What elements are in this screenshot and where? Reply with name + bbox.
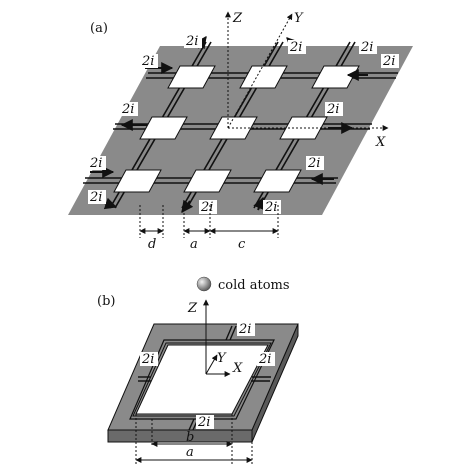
legend: cold atoms: [196, 276, 290, 293]
current-label-a11: 2i: [199, 200, 217, 215]
svg-text:2i: 2i: [121, 102, 134, 117]
axis-z-label: Z: [232, 11, 243, 26]
current-label-a6: 2i: [120, 102, 138, 117]
current-label-b1: 2i: [237, 322, 255, 337]
current-label-a8: 2i: [88, 156, 106, 171]
current-label-a2: 2i: [288, 40, 306, 55]
axis-y-label: Y: [294, 11, 304, 26]
axis-b-y-label: Y: [217, 351, 227, 366]
legend-text: cold atoms: [218, 278, 290, 293]
hole-r2-c3: [279, 116, 328, 140]
svg-text:2i: 2i: [382, 54, 395, 69]
current-label-b3: 2i: [257, 352, 275, 367]
slab-wire-loop-inner: [132, 342, 272, 417]
svg-text:2i: 2i: [360, 40, 373, 55]
svg-text:2i: 2i: [141, 54, 154, 69]
dim-b-a-label: a: [186, 445, 194, 460]
dim-d-label: d: [148, 237, 156, 252]
dim-c-label: c: [238, 237, 246, 252]
hole-r3-c2: [183, 169, 232, 193]
hole-r2-c1: [139, 116, 188, 140]
panel-a-axes: [225, 11, 389, 131]
current-label-a1: 2i: [184, 34, 202, 49]
svg-text:2i: 2i: [185, 34, 198, 49]
axis-b-y-line: [205, 354, 218, 375]
atom-icon: [196, 276, 212, 292]
panel-b-label: (b): [97, 294, 115, 309]
hole-r3-c3: [253, 169, 302, 193]
panel-a: (a): [68, 11, 413, 252]
current-label-b4: 2i: [196, 415, 214, 430]
current-label-a5: 2i: [381, 54, 399, 69]
panel-a-label: (a): [90, 21, 108, 36]
svg-text:2i: 2i: [258, 352, 271, 367]
axis-x-label: X: [375, 135, 386, 150]
svg-text:2i: 2i: [141, 352, 154, 367]
svg-text:2i: 2i: [197, 415, 210, 430]
panel-b: (b) 2i 2i 2i 2i Z Y: [97, 294, 299, 464]
slab-wire-loop: [129, 339, 275, 420]
hole-r3-c1: [113, 169, 162, 193]
panel-a-current-labels: 2i 2i 2i 2i 2i 2i 2i 2i 2i 2i 2i 2i: [88, 34, 399, 215]
panel-b-current-labels: 2i 2i 2i 2i: [140, 322, 275, 430]
axis-b-z-label: Z: [187, 301, 198, 316]
panel-a-dimensions: [139, 205, 279, 238]
current-label-a9: 2i: [306, 156, 324, 171]
panel-b-dimensions: [135, 414, 253, 464]
svg-text:2i: 2i: [200, 200, 213, 215]
svg-text:2i: 2i: [289, 40, 302, 55]
svg-text:2i: 2i: [238, 322, 251, 337]
hole-r1-c1: [167, 65, 216, 89]
slab-front-side: [107, 429, 253, 443]
svg-text:2i: 2i: [326, 102, 339, 117]
dim-a-label: a: [190, 237, 198, 252]
current-label-b2: 2i: [140, 352, 158, 367]
axis-b-x-label: X: [232, 361, 243, 376]
dim-b-label: b: [186, 430, 194, 445]
svg-text:2i: 2i: [89, 190, 102, 205]
hole-r1-c2: [239, 65, 288, 89]
current-label-a7: 2i: [325, 102, 343, 117]
panel-b-axes: [203, 299, 231, 377]
current-label-a10: 2i: [88, 190, 106, 205]
current-label-a12: 2i: [263, 200, 281, 215]
current-label-a3: 2i: [359, 40, 377, 55]
svg-text:2i: 2i: [89, 156, 102, 171]
svg-text:2i: 2i: [307, 156, 320, 171]
current-label-a4: 2i: [140, 54, 158, 69]
axis-y-line: [227, 13, 293, 129]
svg-text:2i: 2i: [264, 200, 277, 215]
